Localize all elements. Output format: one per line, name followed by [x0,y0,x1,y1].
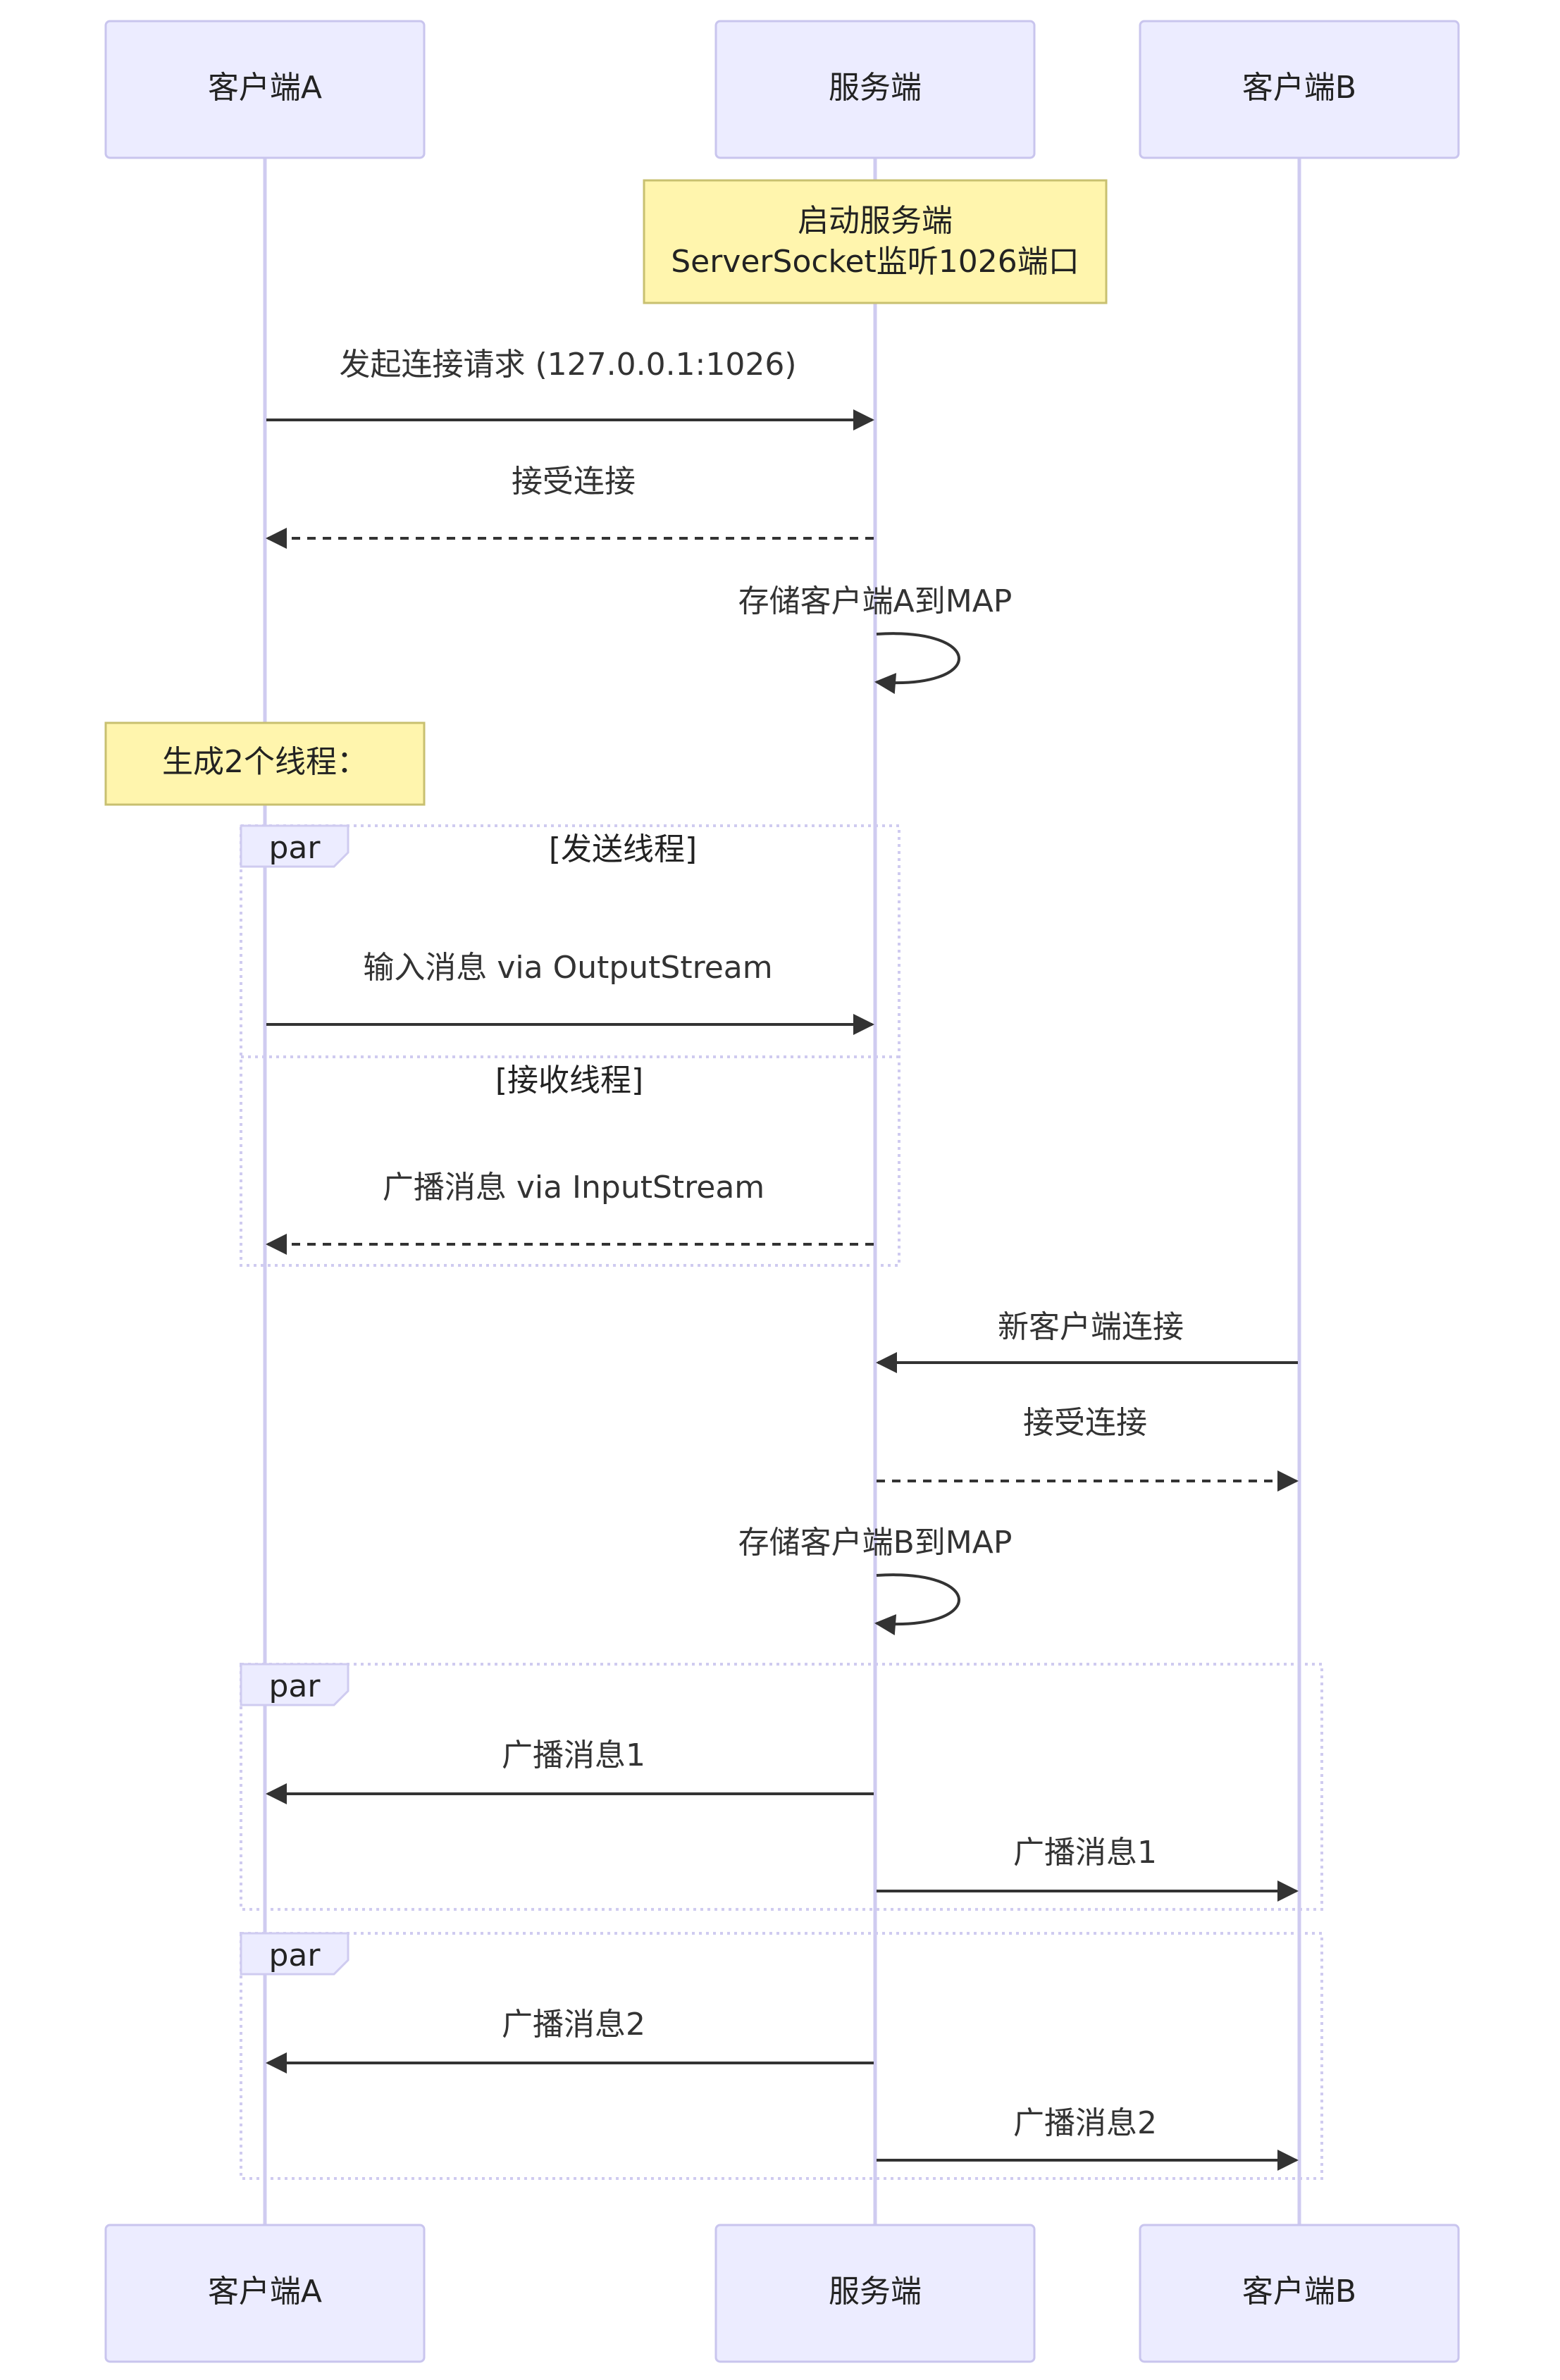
note-threads: 生成2个线程： [104,721,426,806]
participant-label: 客户端A [208,70,322,106]
message-accept-a: 接受连接 [266,464,874,549]
message-connect-request: 发起连接请求 (127.0.0.1:1026) [266,347,874,430]
message-label: 输入消息 via OutputStream [363,950,772,986]
note-server-start: 启动服务端 ServerSocket监听1026端口 [643,179,1108,304]
note-line: ServerSocket监听1026端口 [671,244,1079,280]
participant-client-b-top: 客户端B [1139,20,1460,159]
message-broadcast-1-b: 广播消息1 [877,1835,1299,1902]
message-label: 接受连接 [512,464,636,500]
message-label: 广播消息2 [1013,2105,1157,2141]
note-box [104,721,426,806]
par-label-tab [240,1932,349,1976]
par-frame [240,824,900,1267]
message-label: 发起连接请求 (127.0.0.1:1026) [339,347,796,383]
message-store-a: 存储客户端A到MAP [738,583,1013,695]
message-label: 广播消息 via InputStream [383,1170,764,1206]
participant-label: 客户端B [1242,2274,1356,2310]
participant-client-a-top: 客户端A [104,20,426,159]
message-label: 广播消息1 [1013,1835,1157,1871]
message-broadcast-input-stream: 广播消息 via InputStream [266,1170,874,1255]
message-label: 存储客户端A到MAP [738,583,1013,619]
note-line: 生成2个线程： [162,744,368,780]
participant-box [1139,20,1460,159]
self-arrow [874,632,960,695]
message-broadcast-2-b: 广播消息2 [877,2105,1299,2171]
par-block-1: par [发送线程] [接收线程] [240,824,900,1267]
message-store-b: 存储客户端B到MAP [738,1525,1013,1636]
par-keyword: par [269,1938,321,1973]
note-box [643,179,1108,304]
par-block-2: par [240,1663,1323,1911]
participant-box [104,20,426,159]
par-section-label: [发送线程] [549,831,697,867]
par-section-label: [接收线程] [495,1062,643,1098]
participants-bottom: 客户端A 服务端 客户端B [104,2224,1460,2363]
par-keyword: par [269,1668,321,1704]
message-label: 广播消息1 [502,1737,645,1773]
par-label-tab [240,824,349,868]
message-input-output-stream: 输入消息 via OutputStream [266,950,874,1035]
par-label-tab [240,1663,349,1706]
message-label: 存储客户端B到MAP [738,1525,1013,1561]
participant-label: 服务端 [829,2274,922,2310]
participants-top: 客户端A 服务端 客户端B [104,20,1460,159]
par-frame [240,1932,1323,2180]
participant-box [104,2224,426,2363]
participant-label: 客户端B [1242,70,1356,106]
par-frame [240,1663,1323,1911]
participant-client-a-bottom: 客户端A [104,2224,426,2363]
participant-label: 客户端A [208,2274,322,2310]
self-arrow [874,1573,960,1636]
par-keyword: par [269,830,321,866]
message-accept-b: 接受连接 [877,1405,1299,1492]
participant-server-top: 服务端 [714,20,1036,159]
participant-label: 服务端 [829,70,922,106]
participant-server-bottom: 服务端 [714,2224,1036,2363]
message-label: 新客户端连接 [998,1309,1184,1345]
message-label: 接受连接 [1023,1405,1147,1441]
message-broadcast-1-a: 广播消息1 [266,1737,874,1804]
par-block-3: par [240,1932,1323,2180]
participant-client-b-bottom: 客户端B [1139,2224,1460,2363]
message-broadcast-2-a: 广播消息2 [266,2007,874,2074]
participant-box [714,20,1036,159]
note-line: 启动服务端 [798,203,953,239]
lifelines [263,158,1301,2226]
participant-box [1139,2224,1460,2363]
message-label: 广播消息2 [502,2007,645,2043]
message-new-client: 新客户端连接 [876,1309,1298,1373]
participant-box [714,2224,1036,2363]
